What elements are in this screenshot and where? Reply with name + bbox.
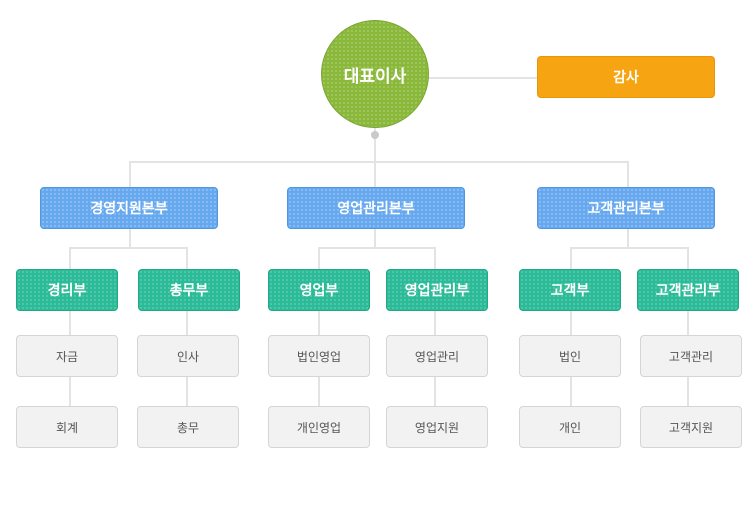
connector-div1-down	[129, 228, 131, 248]
team-node[interactable]: 고객지원	[640, 406, 742, 448]
connector-div3-bar	[570, 247, 689, 249]
connector-div2-up	[374, 161, 376, 188]
team-node[interactable]: 고객관리	[640, 335, 742, 377]
division-node-sales-management[interactable]: 영업관리본부	[287, 187, 465, 229]
team-node[interactable]: 법인영업	[268, 335, 370, 377]
department-node-customer[interactable]: 고객부	[519, 269, 621, 311]
department-node-sales[interactable]: 영업부	[268, 269, 370, 311]
audit-node[interactable]: 감사	[537, 56, 715, 98]
connector-dept4-up	[434, 247, 436, 270]
department-node-sales-admin[interactable]: 영업관리부	[386, 269, 488, 311]
connector-ceo-audit	[428, 77, 538, 79]
connector-div2-down	[374, 228, 376, 248]
team-node[interactable]: 개인	[519, 406, 621, 448]
ceo-node[interactable]: 대표이사	[321, 20, 429, 128]
connector-div1-bar	[69, 247, 188, 249]
connector-dept1-up	[69, 247, 71, 270]
connector-dept2-up	[186, 247, 188, 270]
team-node[interactable]: 자금	[16, 335, 118, 377]
connector-div3-down	[627, 228, 629, 248]
team-node[interactable]: 영업지원	[386, 406, 488, 448]
connector-div3-up	[627, 161, 629, 188]
team-node[interactable]: 개인영업	[268, 406, 370, 448]
team-node[interactable]: 총무	[137, 406, 239, 448]
division-node-management-support[interactable]: 경영지원본부	[40, 187, 218, 229]
connector-div2-bar	[318, 247, 436, 249]
connector-div1-up	[129, 161, 131, 188]
team-node[interactable]: 회계	[16, 406, 118, 448]
team-node[interactable]: 법인	[519, 335, 621, 377]
department-node-general-affairs[interactable]: 총무부	[138, 269, 240, 311]
connector-dept3-up	[318, 247, 320, 270]
team-node[interactable]: 영업관리	[386, 335, 488, 377]
division-node-customer-management[interactable]: 고객관리본부	[537, 187, 715, 229]
connector-dept5-up	[570, 247, 572, 270]
connector-dept6-up	[687, 247, 689, 270]
connector-ceo-down	[374, 128, 376, 162]
department-node-customer-admin[interactable]: 고객관리부	[637, 269, 739, 311]
connector-dot	[371, 131, 379, 139]
connector-division-bar	[129, 161, 629, 163]
team-node[interactable]: 인사	[137, 335, 239, 377]
department-node-accounting[interactable]: 경리부	[16, 269, 118, 311]
